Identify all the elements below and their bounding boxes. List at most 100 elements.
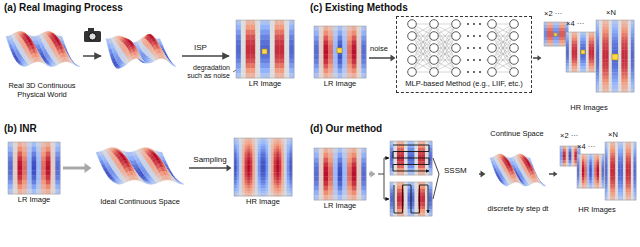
- pixel: [260, 39, 265, 44]
- pixel: [569, 52, 572, 55]
- pixel: [250, 188, 253, 191]
- pixel: [266, 149, 269, 152]
- pixel: [32, 166, 37, 171]
- pixel: [237, 191, 240, 194]
- pixel: [234, 149, 237, 152]
- pixel: [266, 167, 269, 170]
- pixel: [586, 46, 589, 49]
- pixel: [352, 31, 357, 36]
- pixel: [237, 143, 240, 146]
- pixel: [284, 59, 289, 64]
- pixel: [577, 38, 580, 41]
- pixel: [260, 154, 263, 157]
- pixel: [279, 162, 282, 165]
- pixel: [250, 162, 253, 165]
- pixel: [547, 34, 550, 37]
- pixel: [246, 59, 251, 64]
- pixel: [255, 178, 258, 181]
- pixel: [572, 41, 575, 44]
- pixel: [352, 69, 357, 74]
- pixel: [562, 22, 565, 25]
- pixel: [247, 141, 250, 144]
- pixel: [260, 25, 265, 30]
- network-link: [492, 24, 514, 60]
- pixel: [36, 147, 41, 152]
- pixel: [245, 188, 248, 191]
- surface-patch: [76, 65, 80, 66]
- lr-image: [8, 142, 60, 194]
- pixel: [268, 151, 271, 154]
- pixel: [251, 25, 256, 30]
- pixel: [328, 64, 333, 69]
- pixel: [556, 37, 559, 40]
- pixel: [559, 31, 562, 34]
- pixel: [279, 151, 282, 154]
- pixel: [275, 59, 280, 64]
- pixel: [239, 167, 242, 170]
- pixel: [255, 68, 260, 73]
- pixel: [328, 35, 333, 40]
- pixel: [36, 166, 41, 171]
- pixel: [575, 35, 578, 38]
- pixel: [279, 180, 282, 183]
- pixel: [246, 64, 251, 69]
- pixel: [287, 172, 290, 175]
- pixel: [239, 170, 242, 173]
- pixel: [242, 188, 245, 191]
- pixel: [338, 64, 343, 69]
- pixel: [271, 170, 274, 173]
- pixel: [236, 35, 241, 40]
- pixel: [46, 142, 51, 147]
- pixel: [566, 35, 569, 38]
- pixel: [252, 167, 255, 170]
- pixel: [242, 178, 245, 181]
- pixel: [586, 38, 589, 41]
- pixel: [280, 59, 285, 64]
- pixel: [566, 41, 569, 44]
- pixel: [271, 159, 274, 162]
- pixel: [361, 26, 366, 31]
- pixel: [270, 20, 275, 25]
- pixel: [589, 32, 592, 35]
- pixel: [55, 185, 60, 190]
- pixel: [575, 38, 578, 41]
- pixel: [270, 68, 275, 73]
- pixel: [328, 26, 333, 31]
- pixel: [566, 55, 569, 58]
- pixel: [575, 41, 578, 44]
- pixel: [284, 49, 289, 54]
- pixel: [279, 178, 282, 181]
- pixel: [268, 185, 271, 188]
- pixel: [271, 141, 274, 144]
- pixel: [250, 185, 253, 188]
- pixel: [550, 34, 553, 37]
- pixel: [260, 159, 263, 162]
- pixel: [361, 73, 366, 78]
- pixel: [22, 180, 27, 185]
- pixel: [250, 167, 253, 170]
- pixel: [276, 167, 279, 170]
- pixel: [268, 180, 271, 183]
- pixel: [287, 170, 290, 173]
- pixel: [236, 30, 241, 35]
- pixel: [22, 175, 27, 180]
- pixel: [255, 64, 260, 69]
- pixel: [263, 154, 266, 157]
- pixel: [271, 138, 274, 141]
- pixel: [51, 142, 56, 147]
- pixel: [347, 35, 352, 40]
- pixel: [328, 45, 333, 50]
- pixel: [284, 73, 289, 78]
- pixel: [241, 68, 246, 73]
- pixel: [266, 175, 269, 178]
- pixel: [284, 149, 287, 152]
- pixel: [250, 178, 253, 181]
- pixel: [241, 25, 246, 30]
- pixel: [279, 183, 282, 186]
- neuron: [430, 44, 439, 53]
- pixel: [17, 180, 22, 185]
- pixel: [338, 73, 343, 78]
- pixel: [17, 175, 22, 180]
- pixel: [268, 172, 271, 175]
- pixel: [266, 185, 269, 188]
